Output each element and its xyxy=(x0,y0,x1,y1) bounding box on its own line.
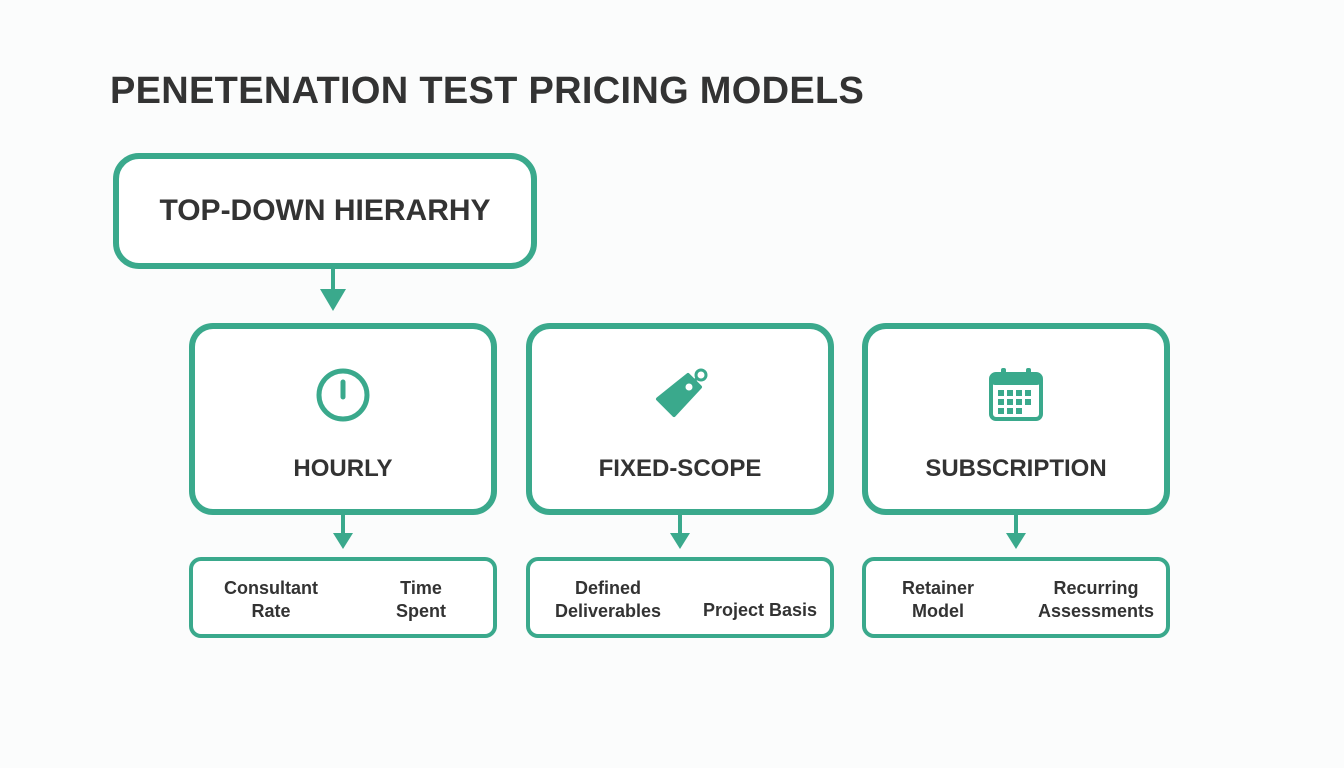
model-node-fixed-scope: FIXED-SCOPE xyxy=(526,323,834,515)
detail-item: Project Basis xyxy=(702,600,818,620)
details-node-subscription: Retainer Model Recurring Assessments xyxy=(862,557,1170,638)
details-node-hourly: Consultant Rate Time Spent xyxy=(189,557,497,638)
detail-item: Time Spent xyxy=(395,578,446,621)
model-node-subscription: SUBSCRIPTION xyxy=(862,323,1170,515)
detail-item: Retainer Model xyxy=(901,578,975,621)
model-label-subscription: SUBSCRIPTION xyxy=(925,455,1107,482)
model-label-hourly: HOURLY xyxy=(293,455,393,482)
price-tag-icon xyxy=(656,368,708,417)
diagram-title: PENETENATION TEST PRICING MODELS xyxy=(110,70,865,112)
root-node-label: TOP-DOWN HIERARHY xyxy=(159,194,491,227)
details-node-fixed-scope: Defined Deliverables Project Basis xyxy=(526,557,834,638)
model-label-fixed-scope: FIXED-SCOPE xyxy=(598,455,762,482)
detail-item: Defined Deliverables xyxy=(554,578,662,621)
root-node: TOP-DOWN HIERARHY xyxy=(113,153,537,269)
detail-item: Recurring Assessments xyxy=(1037,578,1155,621)
model-node-hourly: HOURLY xyxy=(189,323,497,515)
calendar-icon xyxy=(989,368,1043,421)
clock-icon xyxy=(316,368,370,422)
detail-item: Consultant Rate xyxy=(224,578,318,621)
